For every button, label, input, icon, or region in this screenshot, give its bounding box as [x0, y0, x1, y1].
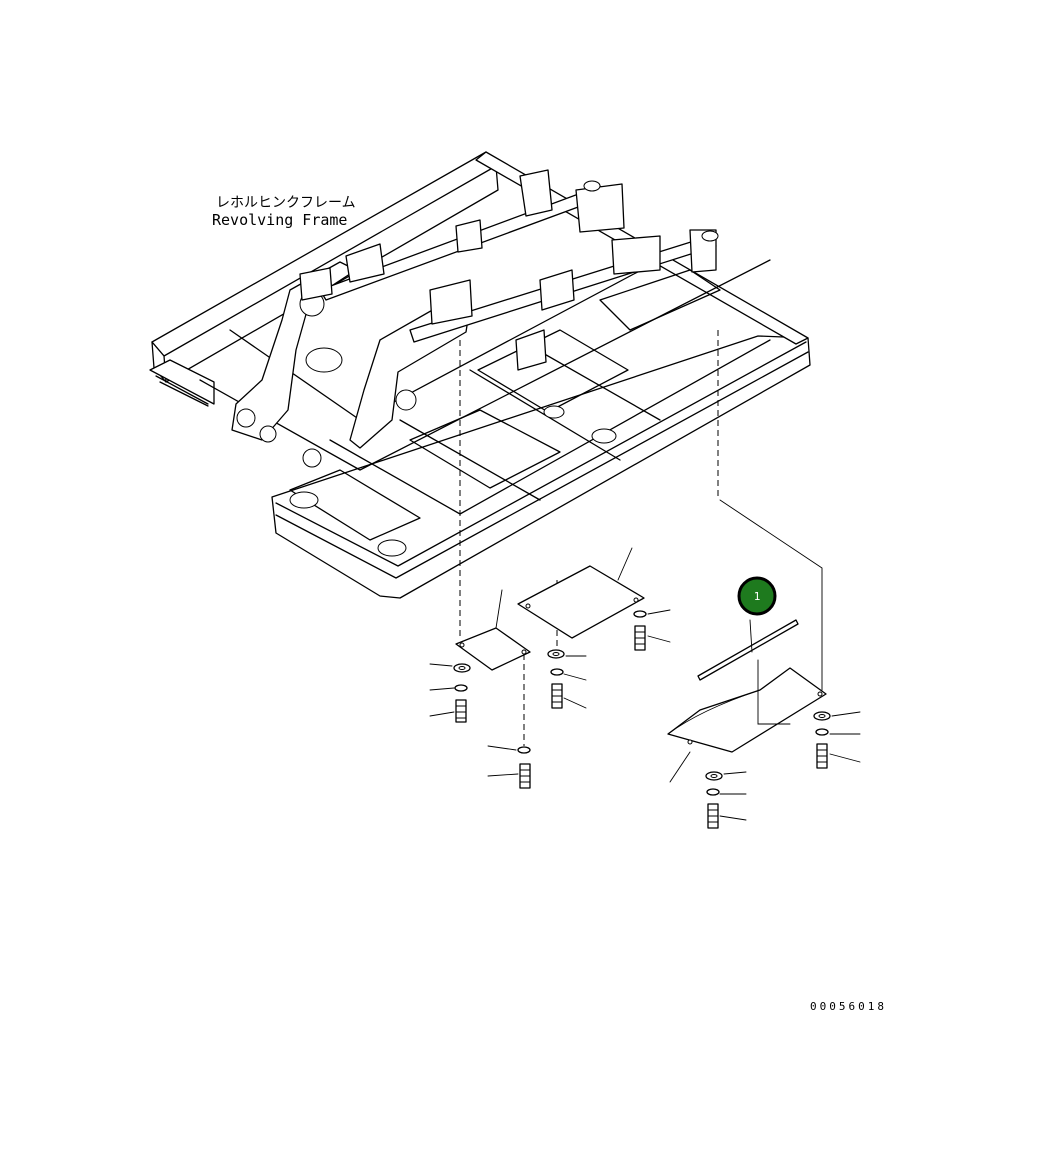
- fastener-group-center: [547, 649, 587, 709]
- fastener-group-right: [813, 711, 861, 769]
- frame-label-english: Revolving Frame: [212, 211, 347, 229]
- callout-circle[interactable]: [737, 576, 777, 616]
- fastener-group-right-lower: [705, 771, 747, 829]
- fastener-group-left: [429, 663, 471, 723]
- revolving-frame: [149, 151, 811, 650]
- callout-number[interactable]: 1: [754, 590, 761, 603]
- frame-label-japanese: レホルヒンクフレーム: [216, 195, 356, 211]
- fastener-group-center-right: [633, 609, 671, 651]
- cover-plate-left: [455, 589, 531, 746]
- fastener-group-left-lower: [487, 745, 531, 789]
- drawing-id: 00056018: [810, 1000, 887, 1013]
- frame-caption: レホルヒンクフレーム Revolving Frame: [212, 195, 356, 229]
- cover-plate-center: [517, 547, 645, 639]
- callout-badge-1[interactable]: 1: [737, 576, 777, 616]
- seal-strip: [697, 619, 799, 681]
- cover-plate-right: [667, 499, 827, 783]
